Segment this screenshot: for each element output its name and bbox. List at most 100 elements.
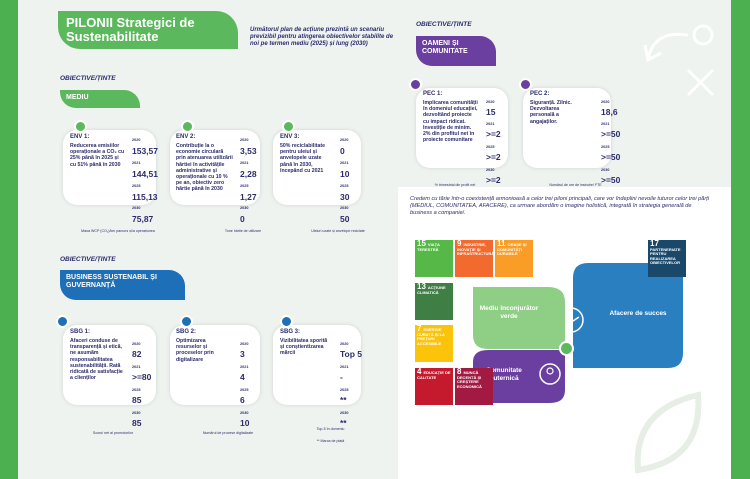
sdg-tile-label: EDUCAȚIE DE CALITATE — [417, 370, 451, 380]
dot-env2 — [181, 120, 194, 133]
sbg1-yr1: 2021 — [132, 365, 141, 369]
card-env3 — [273, 130, 361, 205]
pec1-yr0: 2020 — [486, 100, 495, 104]
env1-val0: 153,57 — [132, 146, 158, 156]
env3-yr0: 2020 — [340, 138, 349, 142]
sbg2-yr1: 2021 — [240, 365, 249, 369]
sbg2-val0: 3 — [240, 349, 245, 359]
sbg1-val3: 85 — [132, 418, 142, 428]
sdg-tile-number: 11 — [497, 240, 506, 248]
sbg3-val3: ** — [340, 418, 347, 428]
pec2-val1: >=50 — [601, 129, 621, 139]
petal-comunitate-label: Comunitate puternică — [486, 367, 522, 382]
env1-yr1: 2021 — [132, 161, 141, 165]
env3-val1: 10 — [340, 169, 350, 179]
dot-sbg1 — [56, 315, 69, 328]
sdg-tile-number: 4 — [417, 368, 422, 376]
sdg-tile-number: 9 — [457, 240, 462, 248]
sdg-tile-number: 13 — [417, 283, 426, 291]
sbg3-code: SBG 3: — [280, 329, 301, 335]
sdg-tile-label: ENERGIE CURATĂ ȘI LA PREȚURI ACCESIBILE — [417, 327, 445, 346]
sbg1-yr3: 2030 — [132, 411, 141, 415]
pec1-note: % trimestrial din profit net — [434, 183, 476, 187]
pec2-val3: >=50 — [601, 175, 621, 185]
sbg3-yr1: 2021 — [340, 365, 349, 369]
sbg3-val0: Top 5 — [340, 349, 363, 359]
card-sbg3 — [273, 325, 361, 405]
env2-val1: 2,28 — [240, 169, 257, 179]
page-title: PILONII Strategici de Sustenabilitate — [58, 11, 238, 49]
dot-env1 — [74, 120, 87, 133]
card-env2 — [170, 130, 260, 205]
pec2-val0: 18,6 — [601, 107, 618, 117]
pec1-yr1: 2021 — [486, 122, 495, 126]
env1-yr0: 2020 — [132, 138, 141, 142]
pec2-yr3: 2030 — [601, 168, 610, 172]
env1-code: ENV 1: — [70, 134, 90, 140]
env2-val2: 1,27 — [240, 192, 257, 202]
sdg-tile-label: VIAȚA TERESTRĂ — [417, 242, 440, 252]
petal-afaceri-label: Afacere de succes — [609, 310, 667, 317]
env2-code: ENV 2: — [176, 134, 196, 140]
sbg1-yr0: 2020 — [132, 342, 141, 346]
pec1-val0: 15 — [486, 107, 496, 117]
env1-yr2: 2025 — [132, 184, 141, 188]
env2-val0: 3,53 — [240, 146, 257, 156]
env2-yr0: 2020 — [240, 138, 249, 142]
sdg-tile-number: 17 — [650, 240, 659, 248]
objective-label-oameni: OBIECTIVE/ȚINTE — [416, 21, 472, 28]
sbg3-desc: Vizibilitatea sporită și conștientizarea… — [280, 338, 328, 357]
env3-yr3: 2030 — [340, 206, 349, 210]
env3-val2: 30 — [340, 192, 350, 202]
sbg2-val3: 10 — [240, 418, 250, 428]
sbg3-val2: ** — [340, 395, 347, 405]
env1-note: Masa WCP (CO₂)/km parcurs și/a operațiun… — [81, 229, 155, 233]
page: PILONII Strategici de Sustenabilitate Ur… — [18, 0, 731, 479]
sbg3-yr0: 2020 — [340, 342, 349, 346]
sbg1-desc: Afaceri conduse de transparență și etică… — [70, 338, 123, 382]
sbg3-yr3: 2030 — [340, 411, 349, 415]
pec2-code: PEC 2: — [530, 91, 550, 97]
pec2-yr0: 2020 — [601, 100, 610, 104]
sbg3-val1: - — [340, 372, 343, 382]
env2-yr2: 2025 — [240, 184, 249, 188]
petal-mediu-shape — [473, 287, 565, 349]
sbg1-val0: 82 — [132, 349, 142, 359]
intro-text: Următorul plan de acțiune prezintă un sc… — [250, 27, 394, 47]
env3-yr2: 2025 — [340, 184, 349, 188]
sbg1-val1: >=80 — [132, 372, 152, 382]
dot-center — [559, 341, 574, 356]
sbg1-code: SBG 1: — [70, 329, 91, 335]
sbg1-yr2: 2025 — [132, 388, 141, 392]
env1-yr3: 2030 — [132, 206, 141, 210]
env2-yr3: 2030 — [240, 206, 249, 210]
env3-desc: 50% reciclabilitate pentru uleiul și anv… — [280, 143, 325, 174]
sbg2-yr0: 2020 — [240, 342, 249, 346]
pec2-note: Numărul de ore de instruire/ FTE — [549, 183, 602, 187]
sdg-tile-label: PARTENERIATE PENTRU REALIZAREA OBIECTIVE… — [650, 246, 681, 265]
pec2-desc: Siguranță. Zilnic. Dezvoltarea personală… — [530, 100, 572, 125]
card-pec1 — [416, 88, 508, 168]
pec2-yr2: 2025 — [601, 145, 610, 149]
pec1-yr3: 2030 — [486, 168, 495, 172]
sbg2-yr2: 2025 — [240, 388, 249, 392]
pec1-val1: >=2 — [486, 129, 501, 139]
env3-note: Uleiuri uzate și anvelope reciclate — [311, 229, 365, 233]
pec1-desc: Implicarea comunității în domeniul educa… — [423, 100, 478, 144]
env2-yr1: 2021 — [240, 161, 249, 165]
pec1-val3: >=2 — [486, 175, 501, 185]
env2-desc: Contribuție la o economie circulară prin… — [176, 143, 233, 193]
env3-yr1: 2021 — [340, 161, 349, 165]
sdg-tile-number: 7 — [417, 325, 422, 333]
env1-val2: 115,13 — [132, 192, 158, 202]
section-business: BUSINESS SUSTENABIL ȘI GUVERNANȚĂ — [60, 270, 185, 300]
sbg2-code: SBG 2: — [176, 329, 197, 335]
pec2-val2: >=50 — [601, 152, 621, 162]
env1-val1: 144,51 — [132, 169, 158, 179]
objective-label-mediu: OBIECTIVE/ȚINTE — [60, 75, 116, 82]
sbg2-val1: 4 — [240, 372, 245, 382]
section-oameni: OAMENI ȘI COMUNITATE — [416, 36, 496, 66]
sbg3-yr2: 2025 — [340, 388, 349, 392]
